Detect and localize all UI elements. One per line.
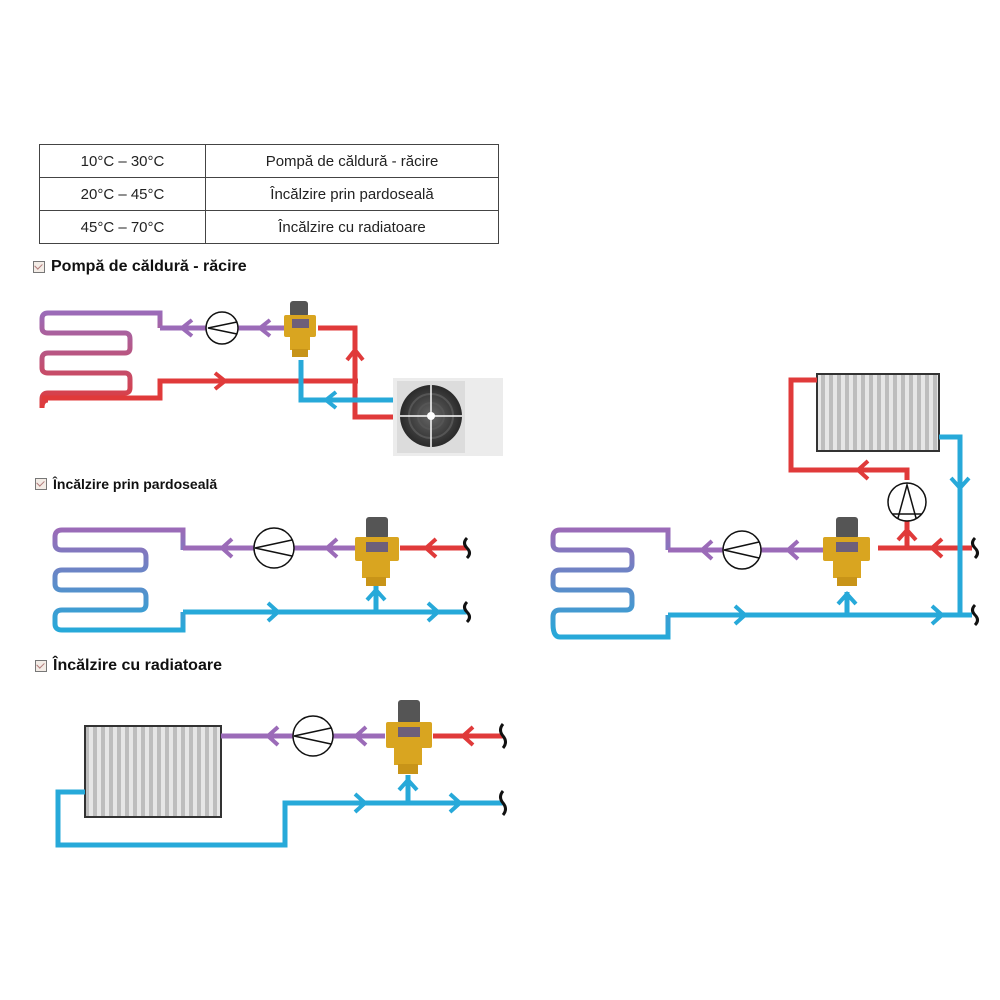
heat-pump-outdoor-unit-icon <box>393 378 503 456</box>
arrow-icon <box>949 476 971 491</box>
pump-icon <box>887 482 927 522</box>
mixing-valve-icon <box>355 517 399 586</box>
checkbox-icon <box>35 660 47 672</box>
pipe-break-icon <box>499 790 507 816</box>
hot-pipe <box>318 325 393 420</box>
diagram-combined-floor-radiator <box>550 373 979 640</box>
cold-pipe <box>939 434 963 615</box>
arrow-icon <box>426 601 441 623</box>
mixing-valve-icon <box>284 301 316 357</box>
checkbox-icon <box>33 261 45 273</box>
pump-icon <box>253 527 295 569</box>
arrow-icon <box>448 792 463 814</box>
section-title: Încălzire cu radiatoare <box>53 657 222 674</box>
arrow-icon <box>322 390 338 410</box>
pipe-break-icon <box>971 603 979 627</box>
mixing-valve-icon <box>386 700 432 774</box>
diagram-heat-pump-cooling <box>39 301 503 456</box>
diagram-floor-heating <box>52 517 471 633</box>
arrow-icon <box>733 604 748 626</box>
section-title: Pompă de căldură - răcire <box>51 258 247 275</box>
pipe-break-icon <box>463 600 471 624</box>
cold-pipe <box>298 360 393 403</box>
pipe-break-icon <box>463 536 471 560</box>
arrow-icon <box>353 725 368 747</box>
arrow-icon <box>178 318 194 338</box>
hot-pipe <box>788 377 910 480</box>
section-heading-floor-heating: Încălzire prin pardoseală <box>35 476 217 492</box>
arrow-icon <box>353 792 368 814</box>
section-heading-radiator-heating: Încălzire cu radiatoare <box>35 657 222 675</box>
pump-icon <box>205 311 239 345</box>
arrow-icon <box>265 725 280 747</box>
arrow-icon <box>929 537 944 559</box>
arrow-icon <box>219 537 234 559</box>
section-title: Încălzire prin pardoseală <box>53 476 218 492</box>
range-cell: 10°C – 30°C <box>39 144 206 178</box>
cold-pipe <box>55 789 503 848</box>
application-cell: Încălzire prin pardoseală <box>205 177 499 211</box>
radiator-icon <box>816 373 940 452</box>
radiator-icon <box>84 725 222 818</box>
diagram-radiator-heating <box>55 700 507 848</box>
application-cell: Încălzire cu radiatoare <box>205 210 499 244</box>
table-row: 45°C – 70°C Încălzire cu radiatoare <box>39 210 499 244</box>
mixing-valve-icon <box>823 517 870 586</box>
floor-coil <box>550 527 671 640</box>
return-pipe-hot <box>42 378 358 401</box>
arrow-icon <box>836 591 858 606</box>
pipe-break-icon <box>499 723 507 749</box>
table-row: 10°C – 30°C Pompă de căldură - răcire <box>39 144 499 178</box>
arrow-icon <box>423 537 438 559</box>
arrow-icon <box>896 527 918 542</box>
arrow-icon <box>855 459 870 481</box>
arrow-icon <box>365 587 387 602</box>
floor-coil <box>39 310 163 409</box>
pump-icon <box>292 715 334 757</box>
application-cell: Pompă de căldură - răcire <box>205 144 499 178</box>
arrow-icon <box>324 537 339 559</box>
arrow-icon <box>930 604 945 626</box>
arrow-icon <box>213 371 229 391</box>
temperature-range-table: 10°C – 30°C Pompă de căldură - răcire 20… <box>39 144 499 244</box>
table-row: 20°C – 45°C Încălzire prin pardoseală <box>39 177 499 211</box>
pump-icon <box>722 530 762 570</box>
arrow-icon <box>266 601 281 623</box>
arrow-icon <box>785 539 800 561</box>
checkbox-icon <box>35 478 47 490</box>
arrow-icon <box>256 318 272 338</box>
arrow-icon <box>397 777 419 792</box>
arrow-icon <box>345 346 365 362</box>
pipe-break-icon <box>971 536 979 560</box>
floor-coil <box>52 527 186 633</box>
arrow-icon <box>699 539 714 561</box>
arrow-icon <box>460 725 475 747</box>
section-heading-heat-pump: Pompă de căldură - răcire <box>33 258 247 276</box>
